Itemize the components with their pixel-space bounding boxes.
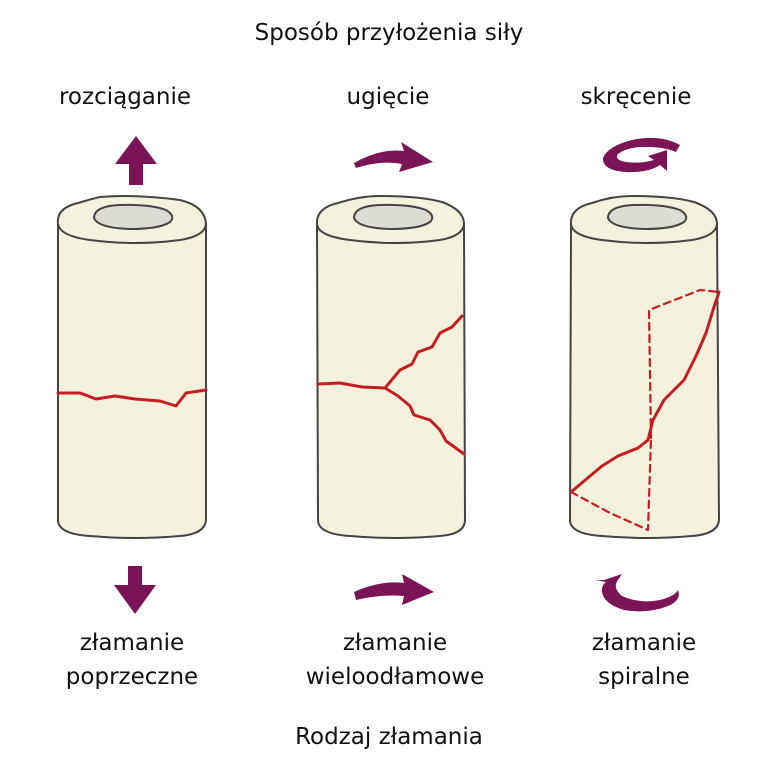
bone-transverse	[56, 195, 208, 539]
label-bending: ugięcie	[346, 84, 430, 110]
fracture-word: złamanie	[79, 630, 185, 656]
transverse-crack	[56, 388, 208, 408]
label-spiral-fracture: złamanie spiralne	[514, 626, 774, 694]
fracture-word: złamanie	[342, 630, 448, 656]
comminuted-crack-upper	[383, 314, 464, 390]
torsion-rotation-arrow-top-icon	[602, 137, 680, 173]
title-force-application: Sposób przyłożenia siły	[254, 20, 524, 46]
bone-comminuted	[315, 194, 467, 539]
spiral-crack-hidden-1	[647, 288, 721, 440]
bending-curved-arrow-bottom-icon	[354, 574, 434, 605]
tension-arrow-up-icon	[115, 136, 157, 185]
bone-spiral	[568, 194, 721, 539]
label-torsion: skręcenie	[580, 84, 692, 110]
fracture-word: złamanie	[591, 630, 697, 656]
tension-arrow-down-icon	[114, 566, 156, 614]
spiral-crack-hidden-2	[569, 436, 653, 532]
fracture-type: poprzeczne	[65, 664, 199, 690]
label-transverse-fracture: złamanie poprzeczne	[2, 626, 262, 694]
torsion-rotation-arrow-bottom-icon	[596, 574, 679, 612]
comminuted-crack-left	[316, 381, 387, 390]
title-fracture-type: Rodzaj złamania	[295, 724, 483, 750]
label-comminuted-fracture: złamanie wieloodłamowe	[265, 626, 525, 694]
comminuted-crack-lower	[383, 386, 466, 456]
bending-curved-arrow-top-icon	[354, 142, 433, 172]
fracture-type: spiralne	[598, 664, 690, 690]
fracture-type: wieloodłamowe	[305, 664, 485, 690]
spiral-crack	[569, 290, 721, 494]
label-tension: rozciąganie	[58, 84, 192, 110]
